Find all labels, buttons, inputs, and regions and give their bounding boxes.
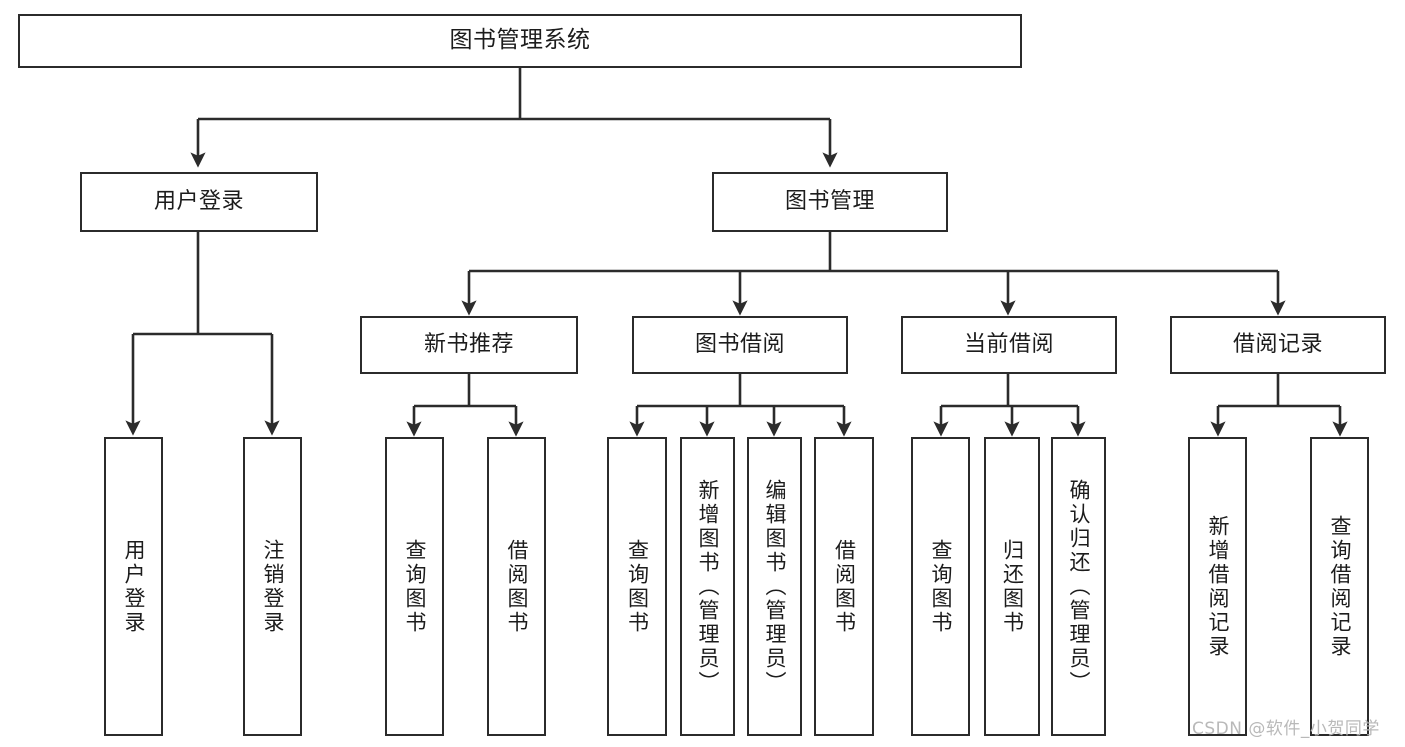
node-new-book-recommend[interactable]: 新书推荐 [360, 316, 578, 374]
node-user-login-label: 用户登录 [153, 188, 244, 214]
leaf-node-label: 编辑图书（管理员） [763, 478, 787, 695]
node-root[interactable]: 图书管理系统 [18, 14, 1022, 68]
leaf-node[interactable]: 新增借阅记录 [1188, 437, 1247, 736]
node-borrow-record-label: 借阅记录 [1232, 331, 1323, 357]
leaf-node[interactable]: 借阅图书 [814, 437, 874, 736]
node-user-login[interactable]: 用户登录 [80, 172, 318, 232]
node-book-management-label: 图书管理 [784, 188, 875, 214]
leaf-node-label: 新增借阅记录 [1206, 514, 1230, 659]
leaf-node[interactable]: 查询图书 [607, 437, 667, 736]
leaf-node[interactable]: 借阅图书 [487, 437, 546, 736]
csdn-watermark: CSDN @软件_小贺同学 [1192, 719, 1380, 739]
leaf-node[interactable]: 用户登录 [104, 437, 163, 736]
leaf-node-label: 查询图书 [929, 538, 953, 635]
leaf-node[interactable]: 查询图书 [385, 437, 444, 736]
leaf-node-label: 注销登录 [261, 538, 285, 635]
leaf-node[interactable]: 注销登录 [243, 437, 302, 736]
leaf-node-label: 用户登录 [122, 538, 146, 635]
leaf-node[interactable]: 确认归还（管理员） [1051, 437, 1106, 736]
node-current-borrow[interactable]: 当前借阅 [901, 316, 1117, 374]
leaf-node-label: 借阅图书 [505, 538, 529, 635]
leaf-node[interactable]: 查询图书 [911, 437, 970, 736]
leaf-node-label: 借阅图书 [832, 538, 857, 635]
node-borrow-record[interactable]: 借阅记录 [1170, 316, 1386, 374]
leaf-node-label: 新增图书（管理员） [696, 478, 720, 695]
leaf-node[interactable]: 归还图书 [984, 437, 1040, 736]
node-new-book-recommend-label: 新书推荐 [423, 331, 514, 357]
node-book-management[interactable]: 图书管理 [712, 172, 948, 232]
leaf-node-label: 查询图书 [403, 538, 427, 635]
leaf-node[interactable]: 新增图书（管理员） [680, 437, 735, 736]
leaf-node-label: 查询图书 [625, 538, 650, 635]
leaf-node-label: 归还图书 [1000, 538, 1025, 635]
leaf-node[interactable]: 编辑图书（管理员） [747, 437, 802, 736]
node-root-label: 图书管理系统 [449, 27, 591, 54]
node-current-borrow-label: 当前借阅 [963, 331, 1054, 357]
node-book-borrow-label: 图书借阅 [694, 331, 785, 357]
leaf-node-label: 确认归还（管理员） [1067, 478, 1091, 695]
leaf-node[interactable]: 查询借阅记录 [1310, 437, 1369, 736]
node-book-borrow[interactable]: 图书借阅 [632, 316, 848, 374]
leaf-node-label: 查询借阅记录 [1328, 514, 1352, 659]
